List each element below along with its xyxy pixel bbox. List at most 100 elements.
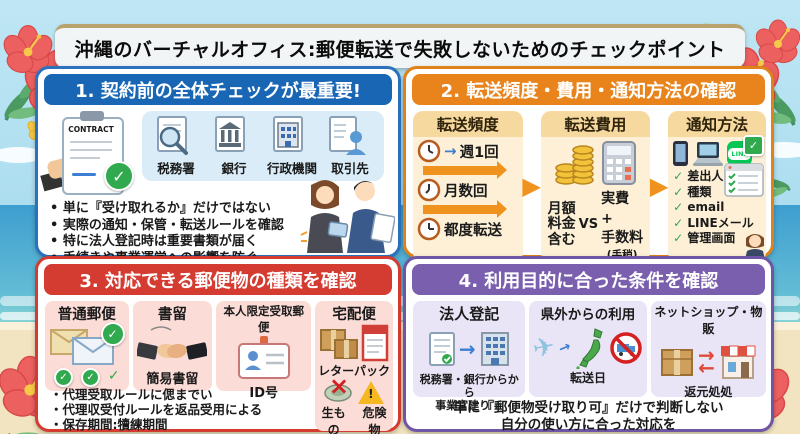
mail-type-title: 宅配便 <box>332 307 376 323</box>
check-icon: ✓ <box>673 215 684 230</box>
arrow-icon: → <box>556 338 574 358</box>
admin-screen-icon <box>724 163 764 197</box>
notify-item: ✓ 種類 <box>673 184 712 199</box>
entity-label: 取引先 <box>331 161 369 176</box>
mail-type-title: 書留 <box>157 307 187 323</box>
case-title: ネットショップ・物販 <box>654 305 763 336</box>
check-icon: ✓ <box>80 368 100 387</box>
mail-type-title: 本人限定受取郵便 <box>223 304 304 334</box>
coins-icon <box>555 145 595 185</box>
cost-box: 転送費用 <box>540 111 651 262</box>
business-partner-icon <box>329 116 366 155</box>
cross-icon: × <box>329 372 350 400</box>
page-title: 沖縄のバーチャルオフィス:郵便転送で失敗しないためのチェックポイント <box>55 24 745 68</box>
bullet: 特に法人登記時は重要書類が届く <box>50 234 320 251</box>
section4-header: 4. 利用目的に合った条件を確認 <box>412 264 765 295</box>
government-building-icon <box>273 116 303 152</box>
cost-title: 転送費用 <box>540 111 651 137</box>
clock-icon <box>417 139 441 163</box>
bullet: 単に『受け取れるか』だけではない <box>50 201 320 218</box>
case-title: 法人登記 <box>439 305 500 323</box>
mail-type-registered: 書留 簡易書留 <box>132 301 213 391</box>
laptop-icon <box>693 141 724 166</box>
frequency-item: 週1回 <box>459 144 499 161</box>
section-frequency-cost-notify: 2. 転送頻度・費用・通知方法の確認 転送頻度 → 週1回 <box>403 66 774 262</box>
section-usage-conditions: 4. 利用目的に合った条件を確認 法人登記 → <box>403 256 774 434</box>
section2-header: 2. 転送頻度・費用・通知方法の確認 <box>412 74 765 105</box>
case-title: 県外からの利用 <box>540 307 636 323</box>
frequency-box: 転送頻度 → 週1回 月数回 <box>413 111 523 262</box>
notify-item: ✓ email <box>673 200 725 214</box>
mail-type-sub: レターパック <box>318 364 391 378</box>
entity-bank: 銀行 <box>208 115 260 177</box>
bullet: 保存期間:犢練期間 <box>50 417 318 432</box>
warning-exclamation: ! <box>368 387 374 401</box>
airplane-icon: ✈ <box>530 331 558 365</box>
parcel-letterpack-icon <box>320 324 389 362</box>
arrow-icon: → <box>444 142 457 160</box>
arrow-separator: ▶ <box>649 172 669 201</box>
arrow-icon: → <box>458 337 476 361</box>
ng-label: 危険物 <box>362 406 387 434</box>
clock-icon <box>417 217 441 241</box>
bank-icon <box>215 116 245 152</box>
check-icon: ✓ <box>494 399 504 412</box>
notify-item: ✓ LINEメール <box>673 215 754 230</box>
frequency-title: 転送頻度 <box>413 111 523 137</box>
hazard-warning-icon: ! <box>358 381 385 404</box>
notify-title: 通知方法 <box>668 111 766 137</box>
section3-header: 3. 対応できる郵便物の種類を確認 <box>44 264 392 295</box>
notify-list: ✓ 差出人 ✓ 種類 ✓ email ✓ LINEメール ✓ 管理画面 <box>668 168 766 247</box>
document-icon <box>428 332 455 366</box>
case-corporate-registration: 法人登記 → <box>413 301 526 412</box>
section4-footer: 単に『郵便物受け取り可』だけで判断しない 自分の使い方に合った対応を <box>406 400 771 434</box>
cost-monthly: 月額 料金 含む <box>547 200 576 248</box>
notify-item: ✓ 管理画面 <box>673 231 736 245</box>
arrow-separator: ▶ <box>522 172 541 201</box>
contract-label: CONTRACT <box>68 125 114 134</box>
section3-bullets: 代理受取ルールに偲までい 代理収受付ルールを返品受用による 保存期間:犢練期間 <box>50 387 318 432</box>
entity-tax-office: 税務署 <box>150 115 202 177</box>
case-caption: 税務署・銀行からから 事業宮建り ✓ <box>419 373 519 412</box>
footer-line: 単に『郵便物受け取り可』だけで判断しない <box>453 400 724 416</box>
handshake-icon <box>137 326 208 360</box>
contract-check-icon: CONTRACT ✓ <box>40 111 134 197</box>
bullet: 代理受取ルールに偲までい <box>50 387 318 402</box>
japan-map-icon <box>576 328 603 369</box>
section-mail-types: 3. 対応できる郵便物の種類を確認 普通郵便 ✓ ✓ ✓ ✓ <box>35 256 401 434</box>
mail-type-title: 普通郵便 <box>57 307 116 323</box>
page-title-text: 沖縄のバーチャルオフィス:郵便転送で失敗しないためのチェックポイント <box>74 38 726 61</box>
tax-office-icon <box>157 116 188 155</box>
footer-line: 自分の使い方に合った対応を <box>500 417 677 433</box>
check-icon: ✓ <box>673 184 684 199</box>
check-icon: ✓ <box>104 161 134 191</box>
orange-arrow <box>423 161 507 179</box>
frequency-item: 都度転送 <box>444 222 502 239</box>
cost-actual: 実費 + 手数料 <box>601 191 644 246</box>
ng-label: 生もの <box>321 406 346 434</box>
frequency-item: 月数回 <box>444 183 488 200</box>
bullet: 代理収受付ルールを返品受用による <box>50 402 318 417</box>
notify-box: 通知方法 LINE ✓ ✓ 差出人 ✓ 種類 ✓ email ✓ <box>668 111 766 262</box>
case-caption: 返元処処 <box>684 385 733 399</box>
entity-label: 行政機関 <box>266 161 317 176</box>
entity-label: 銀行 <box>221 161 247 176</box>
check-icon: ✓ <box>100 322 125 346</box>
check-icon: ✓ <box>53 368 73 387</box>
arrow-icon: → <box>697 343 715 367</box>
calculator-icon <box>602 141 637 185</box>
smartphone-icon <box>673 141 689 166</box>
checks-row: ✓ ✓ ✓ <box>47 368 127 387</box>
mail-type-parcel: 宅配便 レターパック × <box>315 301 393 434</box>
case-outside-prefecture: 県外からの利用 ✈ → <box>529 301 647 397</box>
arrow-icon: → <box>697 357 715 381</box>
store-icon <box>720 345 756 379</box>
business-people-illustration <box>300 180 395 253</box>
check-icon: ✓ <box>673 200 684 214</box>
mail-type-ordinary: 普通郵便 ✓ ✓ ✓ ✓ <box>45 301 129 391</box>
notify-item: ✓ 差出人 <box>673 169 724 183</box>
bullet: 実際の通知・保管・転送ルールを確認 <box>50 218 320 235</box>
orange-arrow <box>423 200 507 218</box>
office-building-icon <box>480 332 509 366</box>
no-truck-icon <box>610 332 642 364</box>
